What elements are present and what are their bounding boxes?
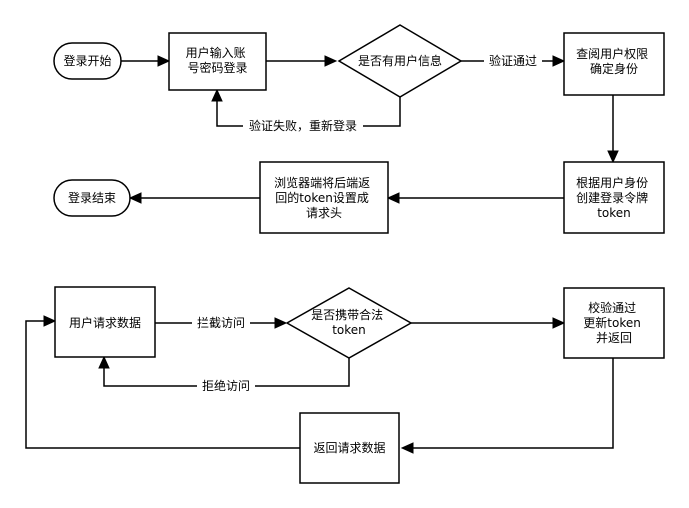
edge-return-to-request: [25, 320, 300, 449]
node-check-token: [285, 287, 413, 359]
edge-label-reject: 拒绝访问: [202, 378, 250, 393]
arrowhead: [607, 150, 619, 164]
arrowhead: [552, 55, 566, 67]
arrowhead: [274, 317, 288, 329]
node-user-request-text: 用户请求数据: [69, 315, 141, 330]
edge-label-verify-fail: 验证失败，重新登录: [249, 118, 357, 133]
arrowhead: [211, 88, 223, 102]
node-browser-set-token: [259, 161, 389, 234]
node-check-token-text: 是否携带合法 token: [311, 307, 387, 337]
node-return-data-text: 返回请求数据: [313, 440, 385, 455]
node-login-end-text: 登录结束: [68, 190, 116, 205]
node-return-data: [299, 412, 400, 484]
arrowhead: [324, 55, 338, 67]
node-create-token: [563, 161, 665, 234]
arrowhead: [128, 192, 142, 204]
node-login-start-text: 登录开始: [63, 53, 111, 68]
label-bg: [197, 378, 255, 394]
arrowhead: [400, 442, 414, 454]
node-browser-set-token-text: 浏览器端将后端返 回的token设置成 请求头: [274, 175, 374, 220]
node-verify-update: [563, 287, 665, 359]
node-check-user-info-text: 是否有用户信息: [358, 53, 442, 68]
node-login-start: [53, 42, 122, 80]
arrowhead: [98, 355, 110, 369]
edge-label-intercept: 拦截访问: [197, 316, 245, 330]
node-check-permission: [563, 32, 665, 96]
arrowhead: [552, 317, 566, 329]
node-check-user-info: [337, 24, 463, 98]
arrowhead: [157, 55, 171, 67]
label-bg: [192, 315, 250, 331]
label-bg: [243, 118, 363, 134]
label-bg: [484, 53, 542, 69]
node-login-end: [53, 179, 131, 217]
arrowhead: [386, 192, 400, 204]
node-create-token-text: 根据用户身份 创建登录令牌 token: [576, 175, 652, 220]
edge-label-verify-pass: 验证通过: [489, 53, 537, 68]
node-check-permission-text: 查阅用户权限 确定身份: [576, 46, 652, 76]
node-input-credentials: [168, 32, 267, 91]
arrowhead: [43, 315, 57, 327]
node-verify-update-text: 校验通过 更新token 并返回: [583, 300, 644, 345]
node-user-request: [54, 286, 156, 358]
node-input-credentials-text: 用户输入账 号密码登录: [186, 45, 250, 75]
edge-verify-to-return: [412, 358, 614, 449]
